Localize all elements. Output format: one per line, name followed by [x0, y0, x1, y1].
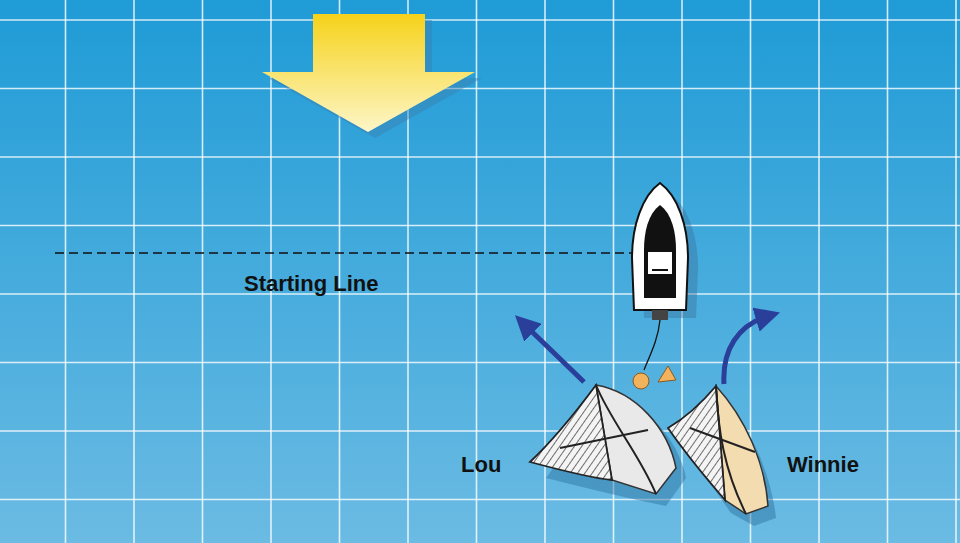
grid-line	[0, 293, 960, 295]
grid-line	[0, 156, 960, 158]
starting-line	[55, 252, 632, 254]
course-arrow	[524, 324, 584, 382]
wind-arrow	[262, 14, 482, 138]
grid-line	[65, 0, 67, 543]
sailboat-winnie	[668, 386, 776, 526]
grid-line	[0, 19, 960, 21]
committee-boat	[632, 183, 698, 389]
grid-line	[0, 88, 960, 90]
grid-line	[887, 0, 889, 543]
grid-line	[0, 362, 960, 364]
course-arrow	[724, 316, 768, 384]
grid-line	[133, 0, 135, 543]
grid-line	[202, 0, 204, 543]
line-label: Starting Line	[244, 272, 378, 296]
grid-line	[0, 225, 960, 227]
grid-line	[955, 0, 957, 543]
boat-name: Lou	[461, 453, 501, 477]
sailboat-lou	[530, 385, 686, 506]
grid-line	[0, 499, 960, 501]
boat-name: Winnie	[787, 453, 859, 477]
grid-line	[0, 430, 960, 432]
